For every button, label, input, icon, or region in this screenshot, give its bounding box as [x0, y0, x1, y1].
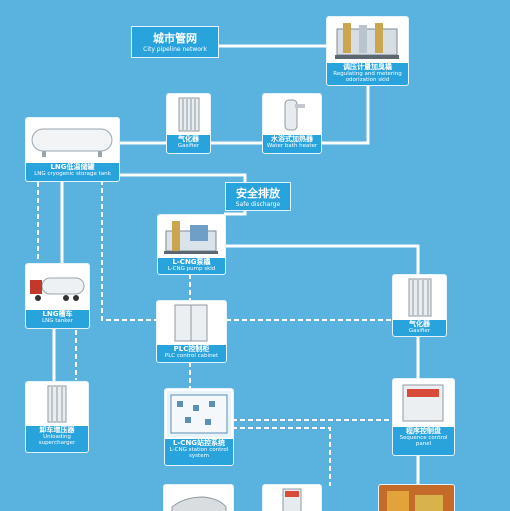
lng-tank-image: [28, 120, 117, 161]
plc-cabinet-en: PLC control cabinet: [164, 353, 219, 360]
gasifier-right-image: [395, 277, 444, 318]
water-bath-heater-label: 水浴式加热器 Water bath heater: [263, 135, 321, 153]
gasifier-top-zh: 气化器: [178, 135, 199, 143]
sequence-panel-label: 程序控制盘 Sequence control panel: [393, 427, 454, 455]
pipe-tank-to-discharge: [90, 173, 247, 182]
unloading-supercharger-label: 卸车增压器 Unloading supercharger: [26, 426, 88, 452]
plc-cabinet-image: [159, 303, 224, 343]
lng-tanker-image: [28, 266, 87, 310]
sequence-panel-en: Sequence control panel: [399, 435, 448, 448]
unloading-supercharger-en: Unloading supercharger: [38, 434, 76, 447]
sequence-panel-node: 程序控制盘 Sequence control panel: [392, 378, 455, 456]
lng-tanker-node: LNG槽车 LNG tanker: [25, 263, 90, 329]
pump-skid-en: L-CNG pump skid: [167, 266, 216, 273]
lng-tanker-label: LNG槽车 LNG tanker: [26, 310, 89, 328]
lng-tanker-en: LNG tanker: [42, 318, 73, 325]
plc-cabinet-node: PLC控制柜 PLC control cabinet: [156, 300, 227, 363]
sequence-panel-zh: 程序控制盘: [406, 427, 441, 435]
water-bath-heater-image: [265, 96, 319, 133]
compressor-image-node: [378, 484, 455, 511]
gasifier-top-label: 气化器 Gasifier: [167, 135, 210, 153]
gasifier-top-en: Gasifier: [177, 143, 200, 150]
regulating-skid-en: Regulating and metering odorization skid: [333, 71, 402, 84]
lng-tank-label: LNG低温储罐 LNG cryogenic storage tank: [26, 163, 119, 181]
gasifier-right-node: 气化器 Gasifier: [392, 274, 447, 337]
water-bath-heater-node: 水浴式加热器 Water bath heater: [262, 93, 322, 154]
safe-discharge-en: Safe discharge: [235, 201, 281, 208]
pump-skid-image: [160, 217, 223, 256]
gasifier-right-en: Gasifier: [408, 328, 431, 335]
safe-discharge-box: 安全排放 Safe discharge: [225, 182, 291, 211]
water-bath-heater-zh: 水浴式加热器: [271, 135, 313, 143]
signal-station-to-bottom: [232, 427, 331, 486]
lng-tanker-zh: LNG槽车: [42, 310, 73, 318]
regulating-skid-image: [329, 19, 406, 63]
unloading-supercharger-node: 卸车增压器 Unloading supercharger: [25, 381, 89, 453]
plc-cabinet-zh: PLC控制柜: [173, 345, 210, 353]
plc-cabinet-label: PLC控制柜 PLC control cabinet: [157, 345, 226, 362]
station-control-node: L-CNG站控系统 L-CNG station control system: [164, 388, 234, 466]
gasifier-top-image: [169, 96, 208, 133]
city-pipeline-zh: 城市管网: [153, 32, 197, 45]
station-control-en: L-CNG station control system: [169, 447, 229, 460]
regulating-skid-label: 调压计量加臭橇 Regulating and metering odorizat…: [327, 63, 408, 85]
dispenser-image-node: [262, 484, 322, 511]
car-image-node: [163, 484, 234, 511]
regulating-skid-zh: 调压计量加臭橇: [343, 63, 392, 71]
station-control-image: [167, 391, 231, 437]
lng-tank-en: LNG cryogenic storage tank: [34, 171, 111, 178]
pump-skid-zh: L-CNG泵橇: [172, 258, 211, 266]
pump-skid-label: L-CNG泵橇 L-CNG pump skid: [158, 258, 225, 274]
gasifier-right-label: 气化器 Gasifier: [393, 320, 446, 336]
gasifier-top-node: 气化器 Gasifier: [166, 93, 211, 154]
station-control-label: L-CNG站控系统 L-CNG station control system: [165, 439, 233, 465]
gasifier-right-zh: 气化器: [409, 320, 430, 328]
city-pipeline-box: 城市管网 City pipeline network: [131, 26, 219, 58]
lng-tank-zh: LNG低温储罐: [50, 163, 95, 171]
pipe-skid-down: [320, 84, 370, 145]
safe-discharge-zh: 安全排放: [236, 187, 280, 200]
city-pipeline-en: City pipeline network: [143, 46, 207, 53]
lng-tank-node: LNG低温储罐 LNG cryogenic storage tank: [25, 117, 120, 182]
unloading-supercharger-zh: 卸车增压器: [39, 426, 75, 434]
signal-tank-vertical: [101, 180, 156, 321]
pipe-pump-to-gasifier: [224, 244, 420, 274]
station-control-zh: L-CNG站控系统: [172, 439, 226, 447]
unloading-supercharger-image: [28, 384, 86, 424]
sequence-panel-image: [395, 381, 452, 425]
pump-skid-node: L-CNG泵橇 L-CNG pump skid: [157, 214, 226, 275]
regulating-skid-node: 调压计量加臭橇 Regulating and metering odorizat…: [326, 16, 409, 86]
water-bath-heater-en: Water bath heater: [266, 143, 318, 150]
